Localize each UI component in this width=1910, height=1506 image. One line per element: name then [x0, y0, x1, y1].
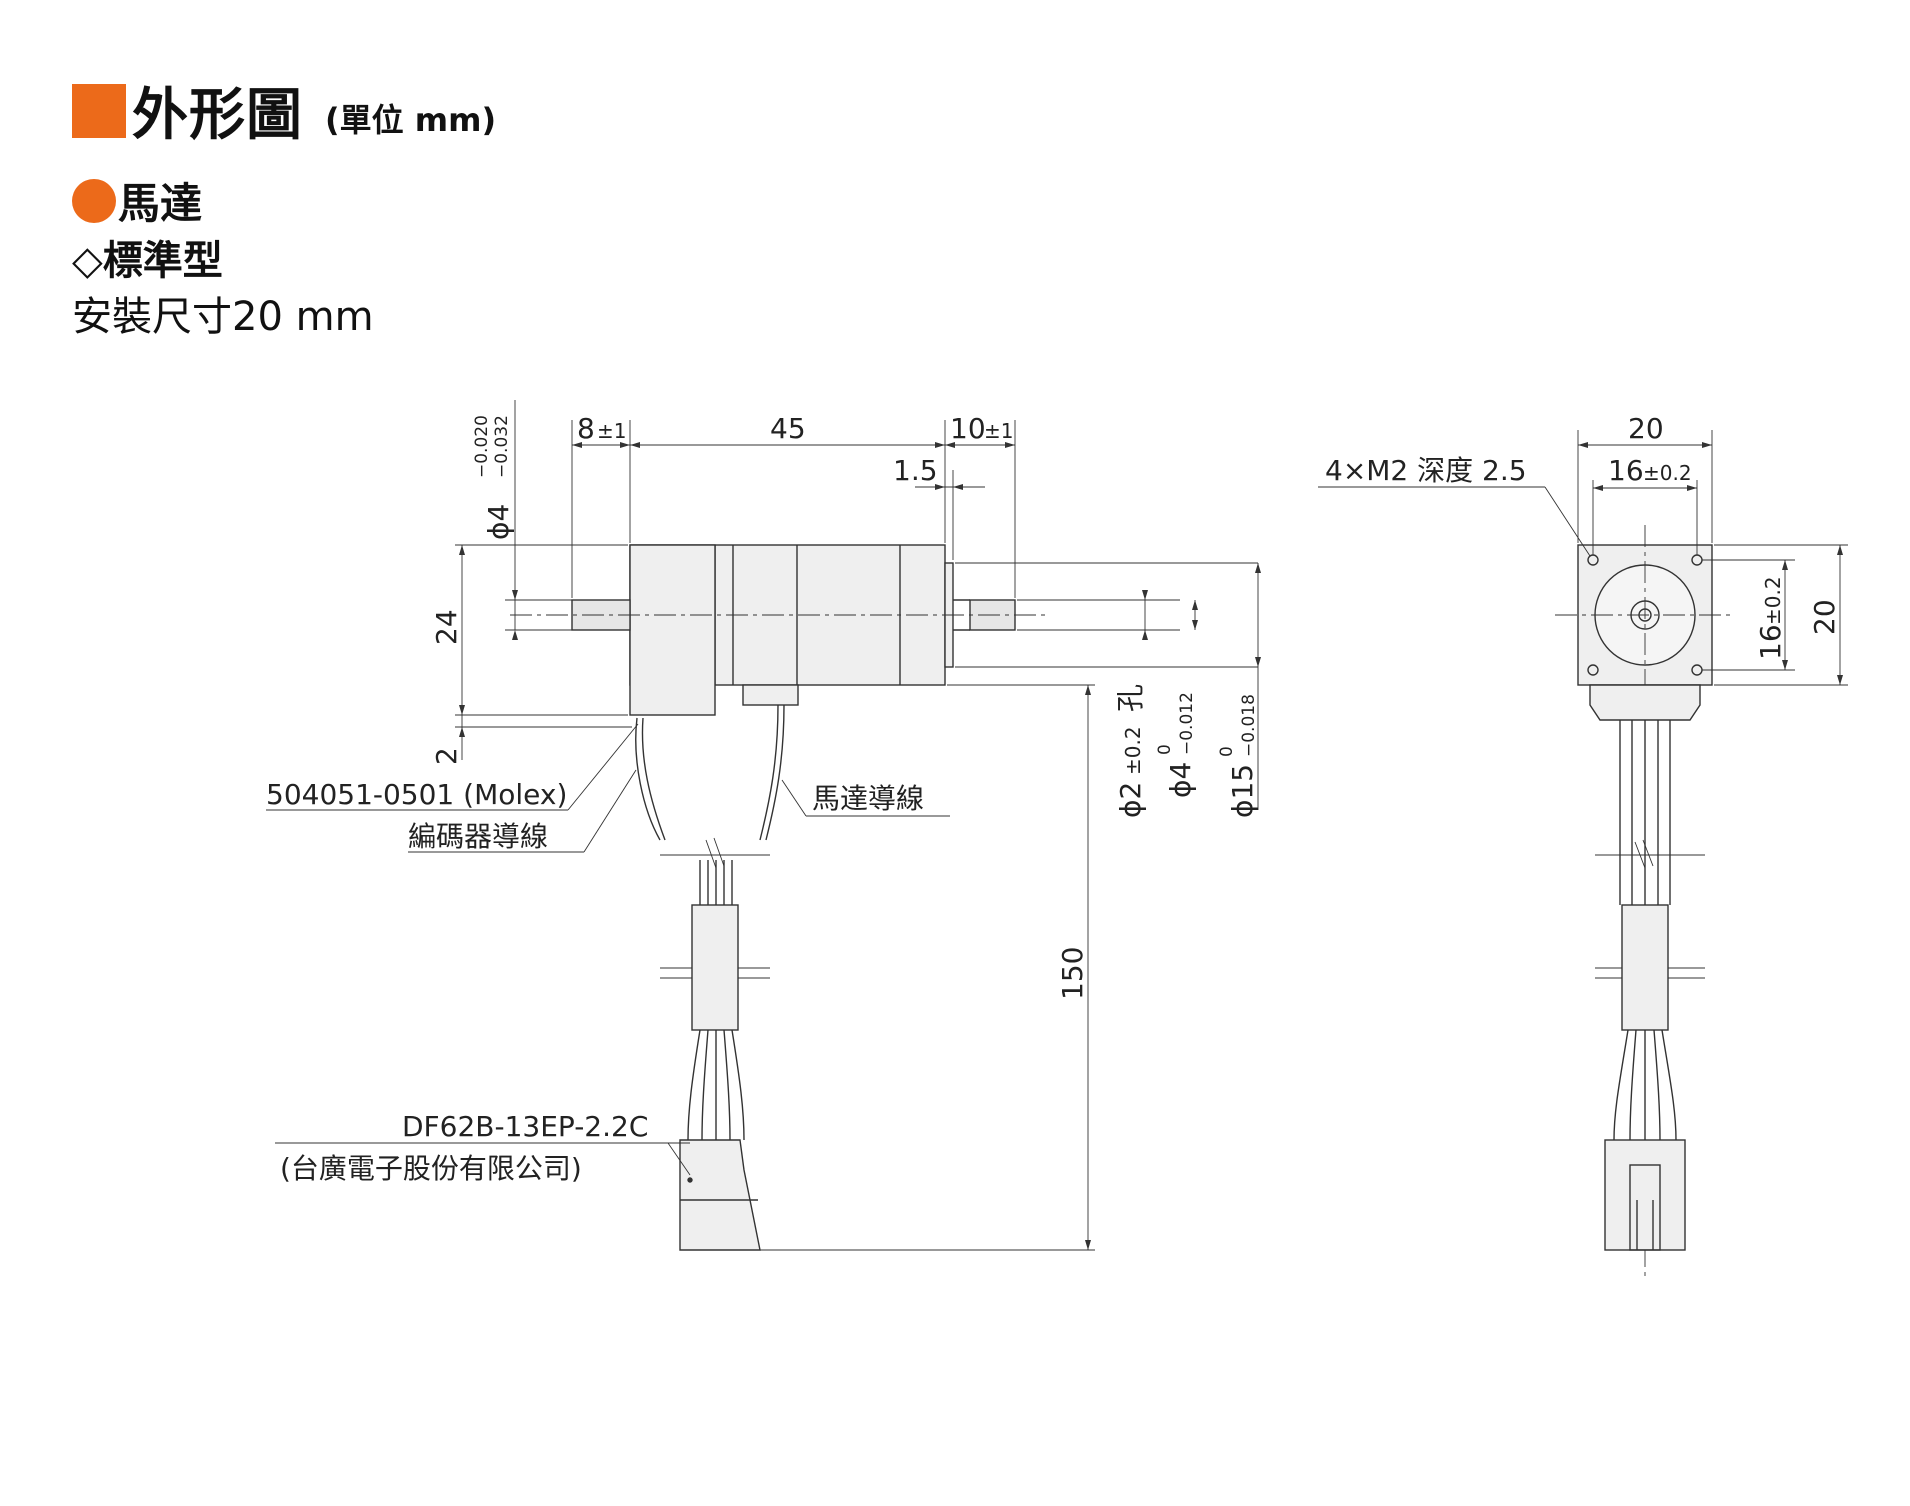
dim-pilot-dia: ϕ15	[1226, 764, 1259, 818]
dim-body-length: 45	[770, 412, 806, 445]
dim-mount-pitch-v: 16	[1754, 624, 1787, 660]
dim-front-shaft: 10	[950, 412, 986, 445]
dim-shaft-dia-tol-upper: 0	[1155, 744, 1175, 755]
encoder-connector-label: 504051-0501 (Molex)	[266, 778, 567, 811]
lead-sleeve	[691, 904, 739, 1031]
dim-hole-dia: ϕ2	[1114, 782, 1147, 818]
dim-hole-dia-tol: ±0.2	[1121, 726, 1145, 775]
encoder-lead-label: 編碼器導線	[408, 820, 548, 853]
unit-label: (單位 mm)	[325, 100, 497, 139]
orange-square-icon	[72, 83, 126, 138]
diamond-outline-icon: ◇	[72, 238, 103, 284]
dim-pilot-dia-tol-upper: 0	[1217, 746, 1237, 757]
dim-flange: 1.5	[893, 454, 938, 487]
dim-hole-suffix: 孔	[1114, 684, 1147, 712]
dim-rear-shaft: 8	[577, 412, 595, 445]
dim-mount-pitch-tol: ±0.2	[1643, 461, 1692, 485]
dim-mount-pitch-v-tol: ±0.2	[1761, 576, 1785, 625]
dim-rear-shaft-tol: ±1	[597, 419, 626, 443]
type-label: 標準型	[102, 238, 223, 284]
category-heading: 馬達	[72, 170, 202, 231]
page-header: 外形圖 (單位 mm)	[72, 70, 496, 151]
orange-circle-icon	[72, 178, 116, 223]
mount-holes-label: 4×M2 深度 2.5	[1325, 454, 1527, 487]
output-connector-maker-label: (台廣電子股份有限公司)	[280, 1152, 582, 1185]
dim-mount-square: 20	[1628, 412, 1664, 445]
dim-rear-shaft-dia-tol-lower: −0.032	[492, 415, 512, 478]
dim-shaft-dia-tol-lower: −0.012	[1177, 692, 1197, 755]
dim-front-shaft-tol: ±1	[984, 419, 1013, 443]
dim-mount-pitch: 16	[1608, 454, 1644, 487]
dim-mount-square-v: 20	[1808, 599, 1841, 635]
dim-height: 24	[430, 609, 463, 645]
output-connector	[679, 1139, 761, 1251]
dim-rear-shaft-dia: ϕ4	[482, 504, 515, 540]
size-heading: 安裝尺寸20 mm	[72, 294, 374, 340]
front-view-connector	[1604, 1139, 1686, 1251]
type-heading: ◇標準型	[72, 228, 223, 286]
dim-shaft-dia: ϕ4	[1164, 762, 1197, 798]
output-connector-label: DF62B-13EP-2.2C	[402, 1110, 648, 1143]
dim-offset: 2	[430, 747, 463, 765]
page-title: 外形圖	[132, 83, 303, 148]
dim-rear-shaft-dia-tol-upper: −0.020	[472, 415, 492, 478]
encoder-block	[629, 544, 716, 716]
category-label: 馬達	[118, 179, 203, 228]
dim-lead-length: 150	[1056, 947, 1089, 1000]
motor-lead-label: 馬達導線	[812, 782, 924, 815]
dim-pilot-dia-tol-lower: −0.018	[1239, 694, 1259, 757]
